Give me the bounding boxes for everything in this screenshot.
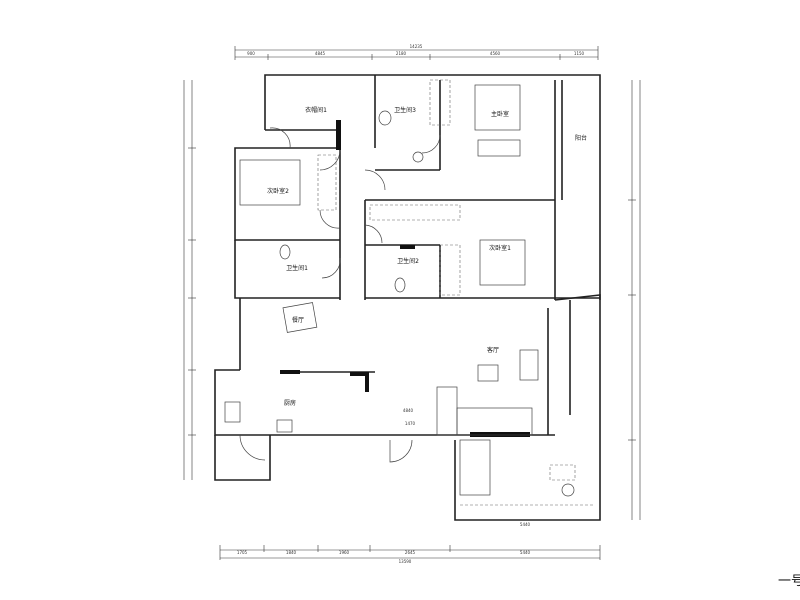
dim-door: 1470 bbox=[405, 421, 416, 426]
room-label-dining: 餐厅 bbox=[292, 316, 304, 324]
room-label-kitchen: 厨房 bbox=[284, 399, 296, 407]
room-label-bedroom1: 次卧室1 bbox=[489, 244, 511, 252]
room-label-balcony: 阳台 bbox=[575, 134, 587, 142]
dim-passage: 4840 bbox=[403, 408, 414, 413]
top-dimensions: 14235 900 4845 2180 4560 1150 bbox=[234, 44, 599, 60]
dim-balcony: 5440 bbox=[520, 522, 531, 527]
dim-bottom: 5440 bbox=[520, 550, 531, 555]
dim-bottom-total: 13590 bbox=[399, 559, 412, 564]
bottom-dimensions: 1705 1840 1960 2645 5440 13590 bbox=[219, 545, 601, 564]
room-label-bath3: 卫生间3 bbox=[394, 106, 416, 114]
room-label-living: 客厅 bbox=[487, 346, 499, 354]
dim-top: 4845 bbox=[315, 51, 326, 56]
dim-bottom: 1960 bbox=[339, 550, 350, 555]
room-labels: 衣帽间1 卫生间3 主卧室 次卧室2 卫生间1 卫生间2 次卧室1 餐厅 客厅 … bbox=[267, 106, 587, 527]
room-label-bath2: 卫生间2 bbox=[397, 257, 419, 265]
room-label-master-bedroom: 主卧室 bbox=[491, 110, 509, 118]
plan-title: 一号 bbox=[778, 574, 800, 589]
dim-bottom: 1840 bbox=[286, 550, 297, 555]
dim-top: 2180 bbox=[396, 51, 407, 56]
dim-bottom: 2645 bbox=[405, 550, 416, 555]
fixtures bbox=[224, 79, 595, 506]
dim-bottom: 1705 bbox=[237, 550, 248, 555]
room-label-bedroom2: 次卧室2 bbox=[267, 187, 289, 195]
dim-top: 1150 bbox=[574, 51, 585, 56]
side-dimensions bbox=[183, 80, 641, 520]
dim-top: 900 bbox=[247, 51, 255, 56]
dim-top: 4560 bbox=[490, 51, 501, 56]
room-label-bath1: 卫生间1 bbox=[286, 264, 308, 272]
room-label-coat-room: 衣帽间1 bbox=[305, 106, 327, 114]
dim-top-total: 14235 bbox=[410, 44, 423, 49]
